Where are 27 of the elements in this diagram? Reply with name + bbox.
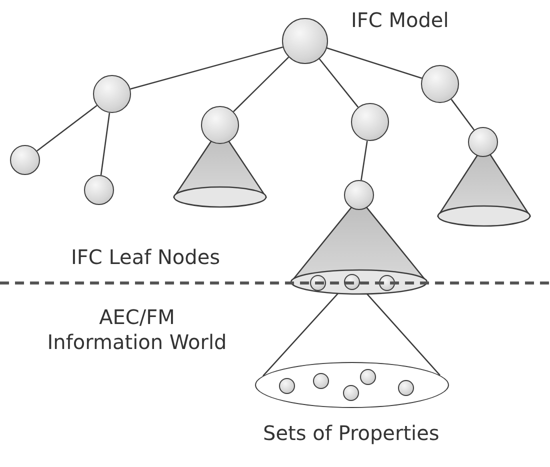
connector-line [130,46,283,90]
layer-label: AEC/FM Information World [46,305,228,355]
leaf-node-circle [84,175,114,205]
property-circle [279,378,295,394]
tree-node-circle [351,103,389,141]
tree-node-circle [201,106,239,144]
root-node-circle [282,18,328,64]
connector-line [326,47,422,79]
connector-line [36,104,98,152]
property-circle [360,369,376,385]
connector-line [233,56,290,112]
connector-line [262,292,441,377]
tree-node-circle [468,127,498,157]
tree-node-circle [421,65,459,103]
tree-node-circle [93,75,131,113]
property-circle [313,373,329,389]
property-set-label: Sets of Properties [263,421,440,446]
connector-line [100,112,110,176]
connector-line [318,58,359,108]
model-label: IFC Model [351,8,449,33]
leaf-node-circle [10,145,40,175]
property-circle [343,385,359,401]
layer-label: IFC Leaf Nodes [71,245,220,270]
tree-node-circle [344,180,374,210]
connector-line [360,140,368,180]
property-circle [398,380,414,396]
connector-line [450,98,475,130]
